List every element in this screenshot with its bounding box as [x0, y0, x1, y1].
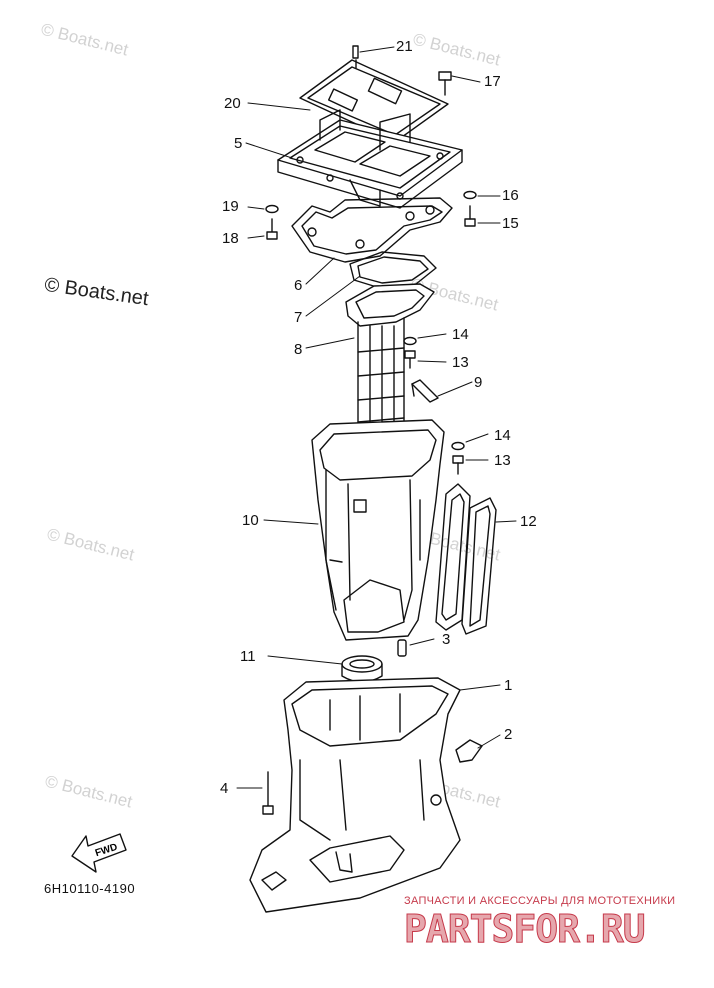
part-21-pin — [352, 45, 359, 69]
part-12-seal — [435, 483, 497, 635]
part-17-bolt — [438, 71, 452, 96]
part-6-gasket — [291, 197, 453, 263]
callout-7: 7 — [294, 309, 303, 326]
callout-12: 12 — [520, 513, 537, 530]
callout-4: 4 — [220, 780, 229, 797]
callout-9: 9 — [474, 374, 483, 391]
part-9-clip — [411, 379, 439, 403]
callout-14: 14 — [494, 427, 511, 444]
callout-15: 15 — [502, 215, 519, 232]
fwd-arrow-icon — [71, 833, 127, 873]
callout-17: 17 — [484, 73, 501, 90]
part-3-dowel — [397, 639, 407, 657]
callout-11: 11 — [240, 648, 256, 665]
callout-18: 18 — [222, 230, 239, 247]
shop-tagline: ЗАПЧАСТИ И АКСЕССУАРЫ ДЛЯ МОТОТЕХНИКИ — [404, 895, 676, 907]
callout-20: 20 — [224, 95, 241, 112]
part-10-upper-casing — [311, 419, 445, 641]
callout-14: 14 — [452, 326, 469, 343]
callout-6: 6 — [294, 277, 303, 294]
callout-10: 10 — [242, 512, 259, 529]
part-5-exhaust-guide — [277, 109, 463, 209]
callout-13: 13 — [452, 354, 469, 371]
part-13-bolt — [404, 350, 416, 369]
part-16-washer — [463, 190, 477, 200]
part-14-washer — [451, 441, 465, 451]
part-8-exhaust-manifold — [345, 283, 435, 443]
callout-13: 13 — [494, 452, 511, 469]
callout-8: 8 — [294, 341, 303, 358]
part-15-bolt — [464, 205, 476, 227]
shop-logo: PARTSFOR.RU — [404, 907, 647, 952]
part-13-bolt — [452, 455, 464, 475]
callout-16: 16 — [502, 187, 519, 204]
callout-1: 1 — [504, 677, 513, 694]
callout-19: 19 — [222, 198, 239, 215]
callout-3: 3 — [442, 631, 451, 648]
part-14-washer — [403, 336, 417, 346]
part-1-lower-casing — [249, 677, 461, 913]
part-18-bolt — [266, 218, 278, 240]
part-2-cover — [455, 739, 483, 763]
leader-lines — [236, 46, 517, 789]
part-7-gasket — [349, 251, 437, 289]
callout-21: 21 — [396, 38, 413, 55]
part-4-bolt — [262, 771, 274, 815]
part-19-washer — [265, 204, 279, 214]
part-11-seal-ring — [341, 655, 383, 683]
callout-5: 5 — [234, 135, 243, 152]
part-code: 6H10110-4190 — [44, 881, 136, 896]
callout-2: 2 — [504, 726, 513, 743]
